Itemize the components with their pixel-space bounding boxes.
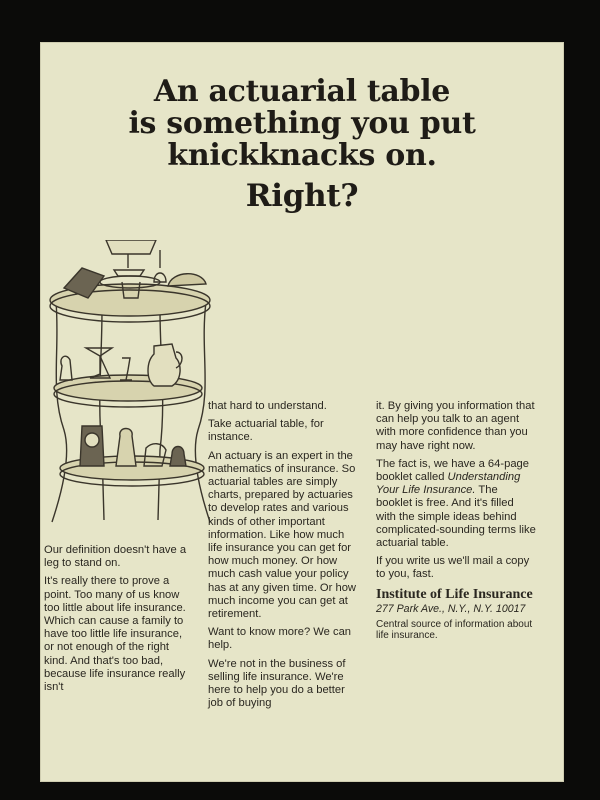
col2-paragraph-5: We're not in the business of selling lif…	[208, 657, 346, 710]
headline-line-2: is something you put	[128, 106, 476, 141]
col1-paragraph-2: It's really there to prove a point. Too …	[44, 575, 186, 694]
col3-paragraph-1: it. By giving you information that can h…	[376, 400, 535, 452]
body-column-2: that hard to understand. Take actuarial …	[208, 400, 358, 715]
antique-table-illustration-icon	[49, 240, 211, 523]
col3-paragraph-3: If you write us we'll mail a copy to you…	[376, 555, 530, 581]
body-column-1: Our definition doesn't have a leg to sta…	[44, 544, 194, 699]
booklet-title: Understanding Your Life Insurance.	[376, 471, 521, 497]
signature-tagline: Central source of information about life…	[376, 618, 533, 642]
headline-line-4: Right?	[245, 178, 359, 214]
col2-paragraph-3: An actuary is an expert in the mathemati…	[208, 449, 356, 621]
signature-institute-name: Institute of Life Insurance	[376, 586, 533, 602]
headline-line-1: An actuarial table	[153, 74, 451, 109]
col2-paragraph-1: that hard to understand.	[208, 400, 327, 412]
col3-paragraph-2: The fact is, we have a 64-page booklet c…	[376, 458, 536, 550]
col1-paragraph-1: Our definition doesn't have a leg to sta…	[44, 544, 187, 570]
signature-address: 277 Park Ave., N.Y., N.Y. 10017	[376, 602, 526, 615]
body-column-3: it. By giving you information that can h…	[376, 400, 536, 642]
headline-line-3: knickknacks on.	[167, 138, 437, 173]
col3-paragraph-2-pre: The fact is, we have a 64-page booklet c…	[376, 457, 529, 484]
headline: An actuarial table is something you put …	[40, 74, 564, 214]
col3-paragraph-2-post: The booklet is free. And it's filled wit…	[376, 484, 536, 550]
col2-paragraph-4: Want to know more? We can help.	[208, 626, 352, 652]
col2-paragraph-2: Take actuarial table, for instance.	[208, 418, 324, 444]
advertisement-page: An actuarial table is something you put …	[40, 42, 564, 782]
